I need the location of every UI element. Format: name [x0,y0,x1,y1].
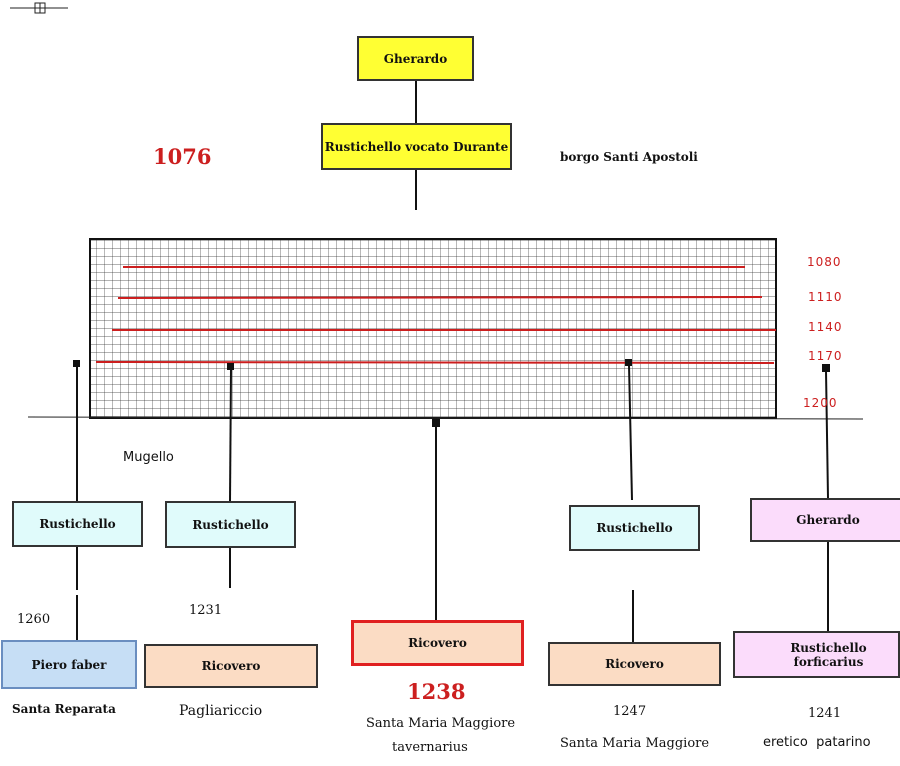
year-line-1170 [95,361,775,364]
year-label-1110: 1110 [808,290,843,304]
branch-1-upper-name: Rustichello [39,517,116,531]
year-label-1080: 1080 [807,255,842,269]
branch-5-upper-name: Gherardo [796,513,860,527]
branch-4-upper-box: Rustichello [569,505,700,551]
year-label-1200: 1200 [803,396,838,410]
branch-1-year: 1260 [17,612,51,627]
branch-connector-5 [822,364,830,631]
branch-connector-1 [73,360,80,641]
branch-connector-2 [227,363,234,588]
child-name: Rustichello vocato Durante [324,139,509,154]
branch-2-upper-box: Rustichello [165,501,296,548]
branch-5-lower-name: Rustichello forficarius [790,640,867,669]
year-label-1170: 1170 [808,349,843,363]
branch-3-lower-box: Ricovero [351,620,524,666]
branch-4-upper-name: Rustichello [596,521,673,535]
place-mugello: Mugello [123,450,174,465]
branch-2-place: Pagliariccio [179,703,263,719]
branch-1-place: Santa Reparata [12,702,116,716]
branch-4-lower-box: Ricovero [548,642,721,686]
branch-connector-3 [432,419,440,621]
branch-3-place: Santa Maria Maggiore [366,716,516,731]
branch-4-lower-name: Ricovero [605,657,664,671]
timeline-grid [89,238,777,419]
branch-5-upper-box: Gherardo [750,498,900,542]
branch-2-year: 1231 [189,603,223,618]
root-name: Gherardo [383,51,448,66]
branch-5-note: eretico patarino [763,735,871,750]
branch-1-lower-box: Piero faber [1,640,137,689]
branch-5-year: 1241 [808,706,842,721]
root-box: Gherardo [357,36,474,81]
branch-3-year: 1238 [407,679,466,704]
founding-place: borgo Santi Apostoli [560,150,698,164]
table-grid-icon [10,2,68,14]
child-box: Rustichello vocato Durante [321,123,512,170]
branch-1-upper-box: Rustichello [12,501,143,547]
branch-2-lower-box: Ricovero [144,644,318,688]
year-line-1110 [117,296,763,299]
branch-1-lower-name: Piero faber [31,657,107,672]
branch-4-place: Santa Maria Maggiore [560,736,710,751]
branch-3-occupation: tavernarius [392,740,468,755]
branch-2-lower-name: Ricovero [201,659,261,673]
branch-4-year: 1247 [613,704,647,719]
founding-year: 1076 [153,144,212,169]
branch-connector-4 [625,359,634,643]
branch-3-lower-name: Ricovero [408,636,467,650]
branch-5-lower-box: Rustichello forficarius [733,631,900,678]
branch-2-upper-name: Rustichello [192,517,269,532]
year-label-1140: 1140 [808,320,843,334]
baseline [27,416,864,420]
